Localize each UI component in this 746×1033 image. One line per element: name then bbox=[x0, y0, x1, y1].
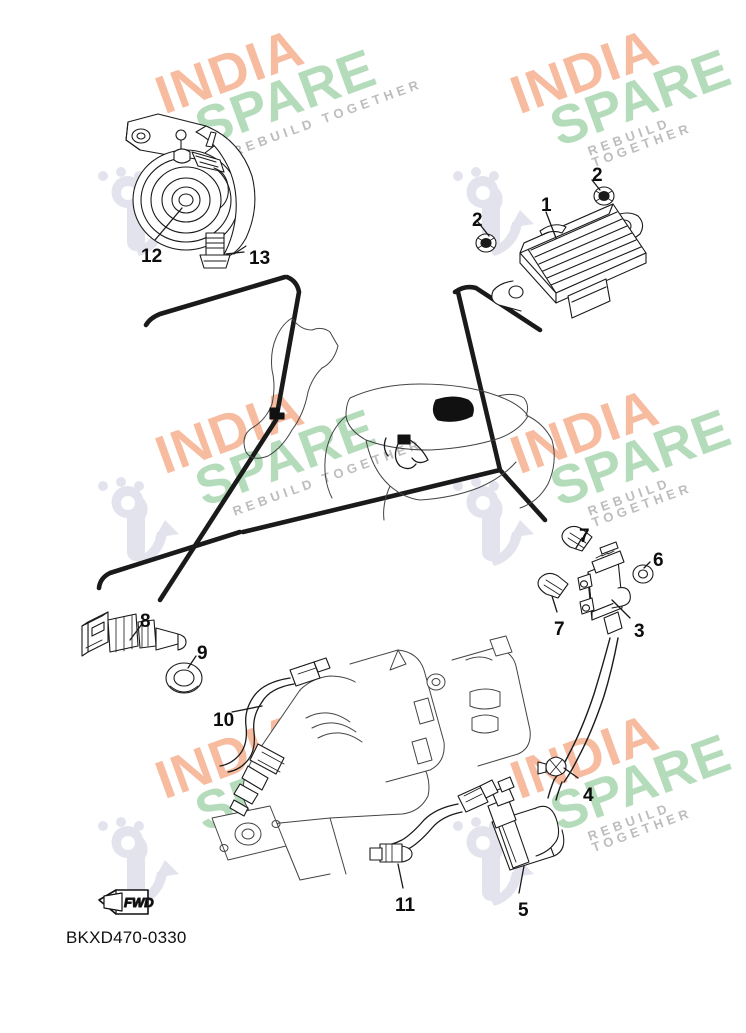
rail-lower-right bbox=[497, 467, 548, 523]
diagram-code: BKXD470-0330 bbox=[66, 928, 187, 947]
harness-wire-a bbox=[409, 439, 429, 464]
part-coil-bolt-lower bbox=[537, 572, 569, 599]
part-crank-position-sensor bbox=[487, 776, 565, 871]
tank-rear-lip bbox=[497, 393, 529, 417]
rail-mid-span bbox=[240, 467, 503, 535]
rail-lower-left bbox=[96, 529, 243, 591]
fairing-left bbox=[243, 317, 339, 459]
part-horn-bolt bbox=[199, 232, 231, 269]
seat-outline bbox=[519, 415, 555, 509]
frame-front-tube bbox=[324, 415, 347, 499]
part-rectifier-bolt-right bbox=[593, 186, 615, 206]
part-oxygen-sensor-front bbox=[219, 657, 331, 817]
rail-left-lower-diag bbox=[157, 417, 279, 603]
callout-1-rectifier-regulator: 1 bbox=[541, 195, 552, 216]
frame-brace bbox=[383, 485, 391, 521]
callout-7-coil-bolt-lower: 7 bbox=[554, 619, 565, 640]
exhaust-assembly bbox=[211, 635, 531, 881]
frame-rail-group bbox=[96, 274, 548, 603]
part-ignition-coil bbox=[547, 541, 631, 801]
chassis-outline bbox=[243, 317, 555, 521]
callout-7-coil-bolt-upper: 7 bbox=[579, 526, 590, 547]
ecu-block bbox=[432, 396, 474, 422]
callout-8-coolant-temp-sensor: 8 bbox=[140, 611, 151, 632]
callout-6-grommet: 6 bbox=[653, 550, 664, 571]
callout-10-oxygen-sensor-front: 10 bbox=[213, 710, 235, 731]
callout-4-cable-clamp: 4 bbox=[583, 785, 594, 806]
callout-5-crank-position-sensor: 5 bbox=[518, 900, 529, 921]
callout-13-horn-bolt: 13 bbox=[249, 248, 271, 269]
fwd-label: FWD bbox=[124, 895, 154, 910]
callout-2-rectifier-bolt-right: 2 bbox=[592, 165, 603, 186]
callout-3-ignition-coil: 3 bbox=[634, 621, 645, 642]
rail-upper-left bbox=[143, 274, 288, 328]
harness-wire-c bbox=[383, 437, 389, 457]
callout-2-rectifier-bolt-left: 2 bbox=[472, 210, 483, 231]
callout-11-oxygen-sensor-rear: 11 bbox=[395, 895, 416, 916]
part-coil-grommet bbox=[632, 564, 654, 584]
part-rectifier-regulator bbox=[491, 203, 647, 319]
part-coil-bolt-upper bbox=[561, 525, 593, 552]
part-rectifier-bolt-left bbox=[475, 233, 497, 253]
part-horn-assembly bbox=[125, 113, 256, 259]
callout-9-washer: 9 bbox=[197, 643, 208, 664]
part-oxygen-sensor-rear bbox=[369, 779, 499, 863]
harness-tap bbox=[269, 407, 285, 420]
harness-connector bbox=[397, 434, 411, 445]
part-sensor-washer bbox=[165, 662, 203, 694]
harness-wire-b bbox=[394, 443, 417, 470]
tank-outline bbox=[345, 383, 529, 451]
callout-12-horn: 12 bbox=[141, 246, 163, 267]
part-coolant-temp-sensor bbox=[81, 611, 187, 657]
part-cable-clamp bbox=[537, 756, 567, 777]
rail-left-drop bbox=[273, 274, 302, 423]
